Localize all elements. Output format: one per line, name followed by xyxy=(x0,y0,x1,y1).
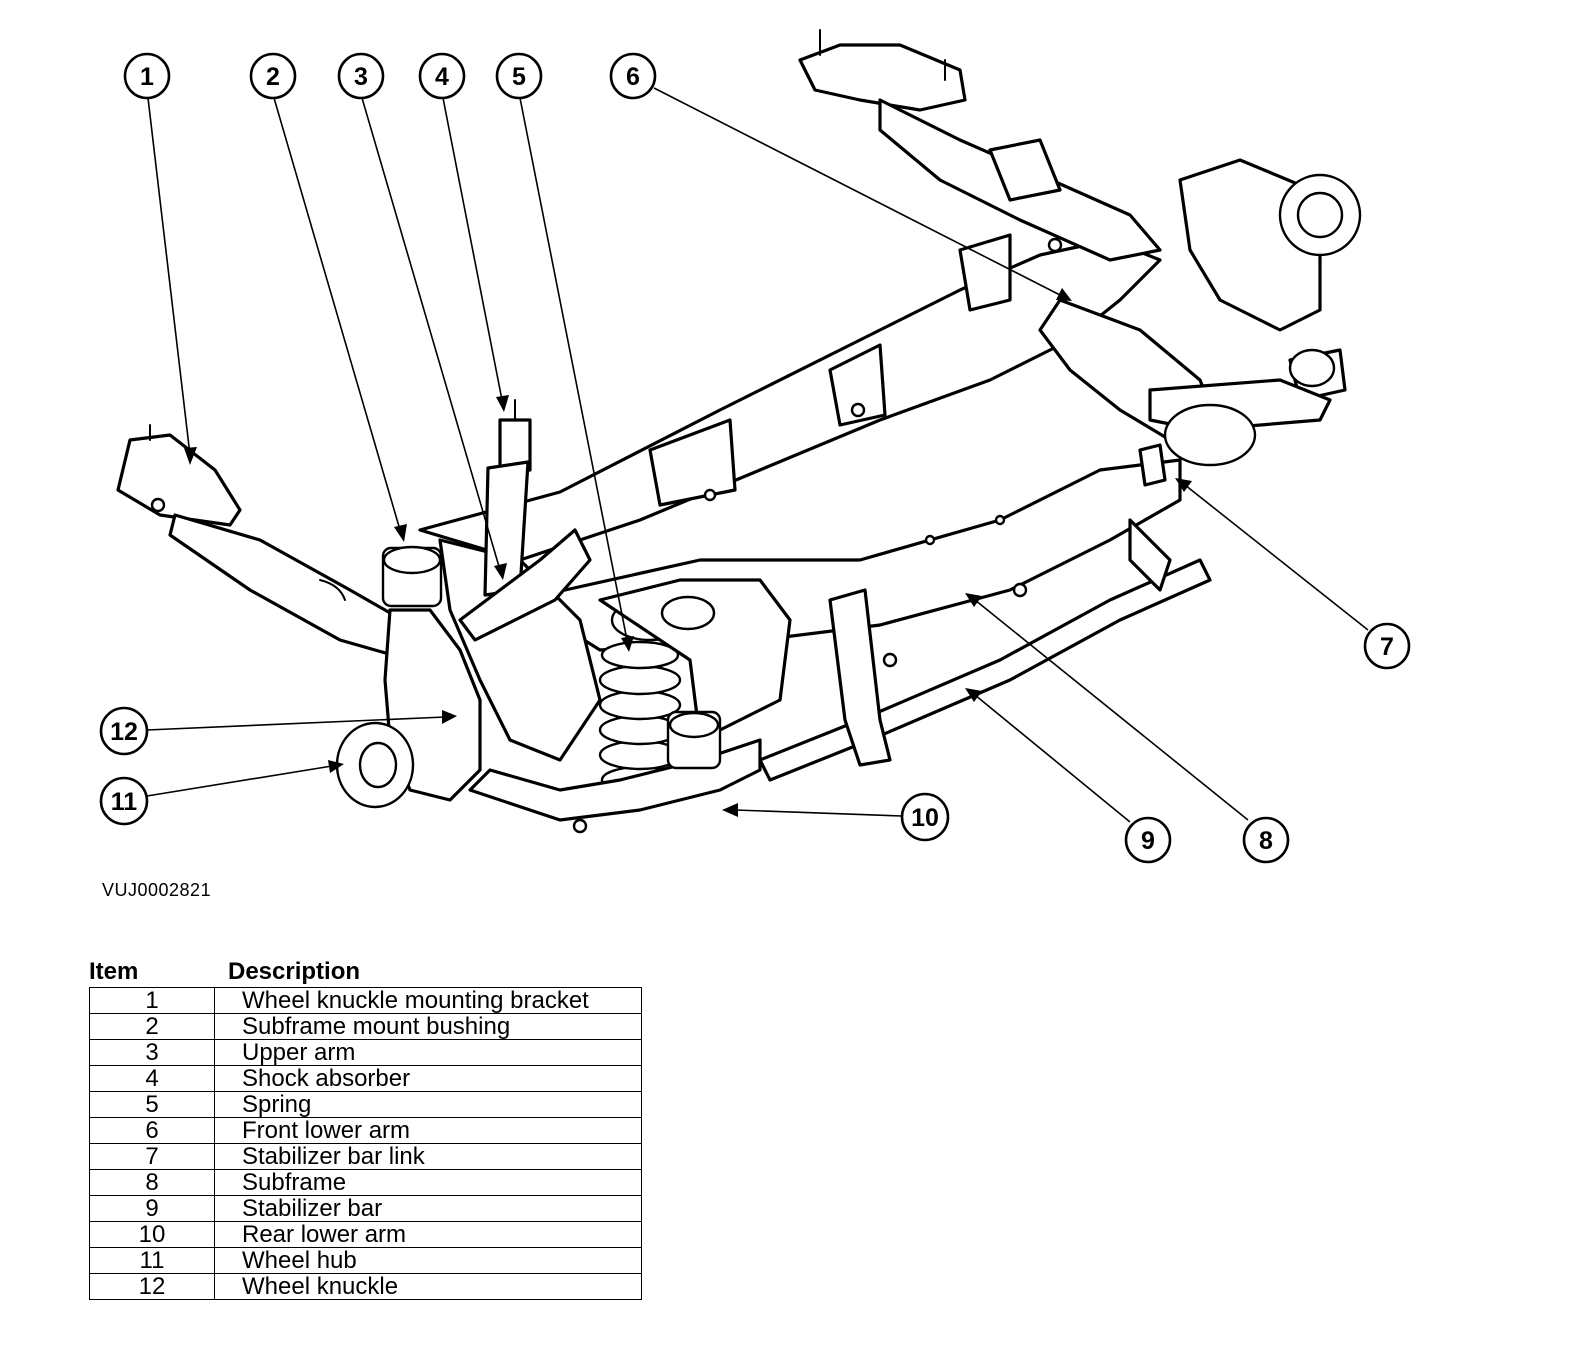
item-description: Upper arm xyxy=(214,1039,642,1066)
callout-12: 12 xyxy=(99,706,149,756)
item-number: 9 xyxy=(89,1195,215,1222)
item-number: 5 xyxy=(89,1091,215,1118)
callout-6-number: 6 xyxy=(626,63,640,91)
callout-3-number: 3 xyxy=(354,63,368,91)
callout-6: 6 xyxy=(609,52,657,100)
callout-9-number: 9 xyxy=(1141,827,1155,855)
callout-12-number: 12 xyxy=(110,718,138,746)
item-number: 10 xyxy=(89,1221,215,1248)
callout-11-number: 11 xyxy=(111,788,138,816)
item-number: 12 xyxy=(89,1273,215,1300)
leader-lines xyxy=(146,87,1369,823)
item-number: 8 xyxy=(89,1169,215,1196)
callout-9: 9 xyxy=(1124,816,1172,864)
item-column-header: Item xyxy=(89,958,139,985)
table-row: 10 Rear lower arm xyxy=(89,1221,642,1248)
near-side-suspension-drawing xyxy=(116,399,1212,834)
table-row: 5 Spring xyxy=(89,1091,642,1118)
item-description: Front lower arm xyxy=(214,1117,642,1144)
item-description: Stabilizer bar xyxy=(214,1195,642,1222)
callout-5-number: 5 xyxy=(512,63,526,91)
callout-2-number: 2 xyxy=(266,63,280,91)
legend-header: Item Description xyxy=(89,958,642,987)
item-number: 3 xyxy=(89,1039,215,1066)
table-row: 8 Subframe xyxy=(89,1169,642,1196)
description-column-header: Description xyxy=(228,958,361,985)
item-description: Subframe xyxy=(214,1169,642,1196)
callout-1: 1 xyxy=(123,52,171,100)
far-side-suspension-drawing xyxy=(798,29,1362,467)
callout-10-number: 10 xyxy=(911,804,939,832)
table-row: 4 Shock absorber xyxy=(89,1065,642,1092)
item-description: Subframe mount bushing xyxy=(214,1013,642,1040)
callout-8-number: 8 xyxy=(1259,827,1273,855)
item-description: Spring xyxy=(214,1091,642,1118)
callout-5: 5 xyxy=(495,52,543,100)
suspension-exploded-diagram: 1 2 3 4 5 6 7 8 9 10 11 12 xyxy=(99,29,1411,864)
item-number: 2 xyxy=(89,1013,215,1040)
table-row: 12 Wheel knuckle xyxy=(89,1273,642,1300)
item-description: Stabilizer bar link xyxy=(214,1143,642,1170)
item-description: Wheel knuckle xyxy=(214,1273,642,1300)
table-row: 9 Stabilizer bar xyxy=(89,1195,642,1222)
item-number: 7 xyxy=(89,1143,215,1170)
callout-8: 8 xyxy=(1242,816,1290,864)
callout-2: 2 xyxy=(249,52,297,100)
item-number: 11 xyxy=(89,1247,215,1274)
table-row: 1 Wheel knuckle mounting bracket xyxy=(89,987,642,1014)
legend: Item Description 1 Wheel knuckle mountin… xyxy=(89,958,642,1300)
callout-4-number: 4 xyxy=(435,63,449,91)
item-description: Wheel knuckle mounting bracket xyxy=(214,987,642,1014)
item-number: 1 xyxy=(89,987,215,1014)
callout-7-number: 7 xyxy=(1380,633,1394,661)
item-number: 4 xyxy=(89,1065,215,1092)
callout-7: 7 xyxy=(1363,622,1411,670)
callout-1-number: 1 xyxy=(140,63,154,91)
table-row: 7 Stabilizer bar link xyxy=(89,1143,642,1170)
callout-4: 4 xyxy=(418,52,466,100)
item-description: Shock absorber xyxy=(214,1065,642,1092)
legend-table: 1 Wheel knuckle mounting bracket 2 Subfr… xyxy=(89,987,642,1300)
table-row: 11 Wheel hub xyxy=(89,1247,642,1274)
figure-code: VUJ0002821 xyxy=(102,880,212,900)
table-row: 3 Upper arm xyxy=(89,1039,642,1066)
table-row: 6 Front lower arm xyxy=(89,1117,642,1144)
callout-10: 10 xyxy=(900,792,950,842)
callout-3: 3 xyxy=(337,52,385,100)
item-description: Wheel hub xyxy=(214,1247,642,1274)
table-row: 2 Subframe mount bushing xyxy=(89,1013,642,1040)
item-description: Rear lower arm xyxy=(214,1221,642,1248)
item-number: 6 xyxy=(89,1117,215,1144)
subframe-drawing xyxy=(418,233,1222,762)
callout-11: 11 xyxy=(99,776,149,826)
